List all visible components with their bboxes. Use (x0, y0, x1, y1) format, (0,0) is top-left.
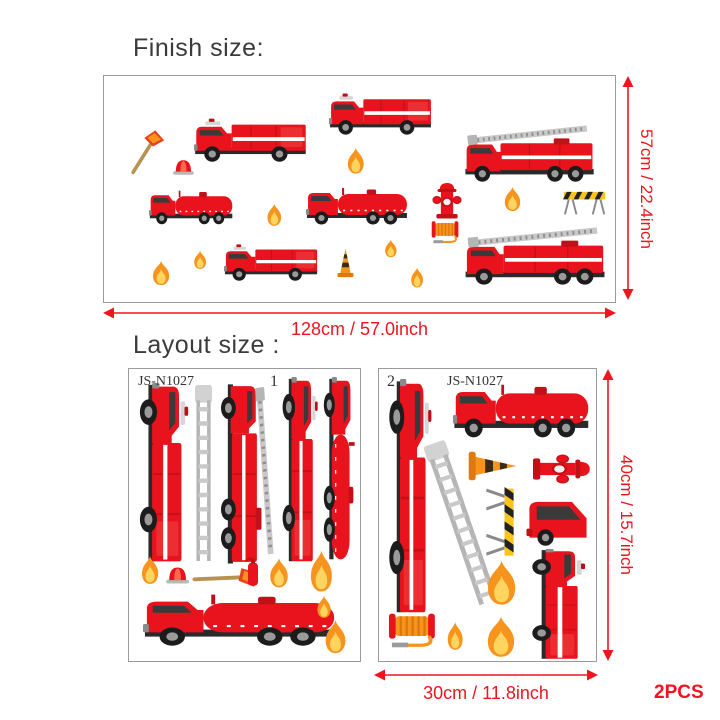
fire-engine-icon (388, 377, 433, 614)
fire-engine-icon (531, 548, 586, 660)
tanker-truck-icon (451, 383, 590, 439)
layout-height-label: 40cm / 15.7inch (617, 454, 636, 575)
finish-height-label: 57cm / 22.4inch (637, 128, 656, 249)
sheet1-art (138, 375, 357, 654)
width-arrow-layout (374, 669, 598, 681)
fire-engine-icon (138, 382, 190, 563)
sheet2-number: 2 (387, 373, 395, 390)
sticker-sheet-1: JS-N1027 1 (128, 368, 361, 662)
tanker-truck-icon (305, 187, 408, 226)
sheet1-number: 1 (270, 373, 278, 390)
barrier-icon (484, 485, 516, 558)
flame-icon (310, 550, 332, 592)
flame-icon (267, 203, 282, 226)
barrier-icon (562, 190, 607, 216)
hose-reel-icon (387, 611, 437, 650)
tanker-truck-icon (141, 593, 336, 648)
flame-icon (270, 558, 288, 588)
layout-width-label: 30cm / 11.8inch (423, 683, 549, 703)
hose-reel-icon (430, 220, 460, 245)
sheet1-code: JS-N1027 (138, 374, 195, 389)
flame-icon (385, 239, 397, 258)
traffic-cone-icon (469, 452, 517, 481)
fire-engine-icon (193, 118, 307, 163)
flame-icon (488, 560, 516, 605)
finish-size-title: Finish size: (133, 34, 265, 62)
finish-width-label: 128cm / 57.0inch (290, 319, 429, 339)
height-arrow-layout (602, 369, 614, 661)
flame-icon (447, 622, 463, 650)
layout-size-title: Layout size : (133, 331, 280, 359)
sticker-sheet-2: 2 JS-N1027 (378, 368, 597, 662)
flame-icon (317, 595, 331, 618)
sheet2-art (387, 377, 591, 660)
finish-size-panel (103, 75, 616, 303)
siren-icon (173, 160, 194, 175)
siren-icon (166, 567, 189, 584)
finish-panel-art (123, 93, 607, 288)
flame-icon (411, 267, 424, 288)
height-arrow-finish (622, 76, 634, 300)
tanker-truck-icon (148, 189, 233, 225)
hydrant-icon (531, 453, 591, 485)
width-arrow-finish (103, 307, 616, 319)
ladder-truck-icon (463, 121, 596, 184)
fire-engine-icon (281, 376, 319, 563)
axe-icon (123, 127, 166, 178)
quantity-label: 2PCS (654, 682, 704, 703)
truck-cab-icon (526, 501, 587, 546)
flame-icon (504, 186, 521, 212)
ladder-truck-icon (463, 222, 607, 287)
fire-engine-icon (328, 93, 432, 136)
flame-icon (194, 250, 207, 269)
ladder-truck-icon (221, 384, 276, 563)
fire-engine-icon (223, 243, 318, 282)
traffic-cone-icon (338, 249, 354, 278)
flame-icon (153, 260, 170, 286)
sheet2-code: JS-N1027 (447, 374, 504, 389)
hydrant-icon (432, 182, 462, 220)
flame-icon (487, 616, 515, 657)
ladder-icon (195, 385, 212, 561)
tanker-truck-icon (322, 375, 357, 561)
flame-icon (347, 148, 364, 174)
